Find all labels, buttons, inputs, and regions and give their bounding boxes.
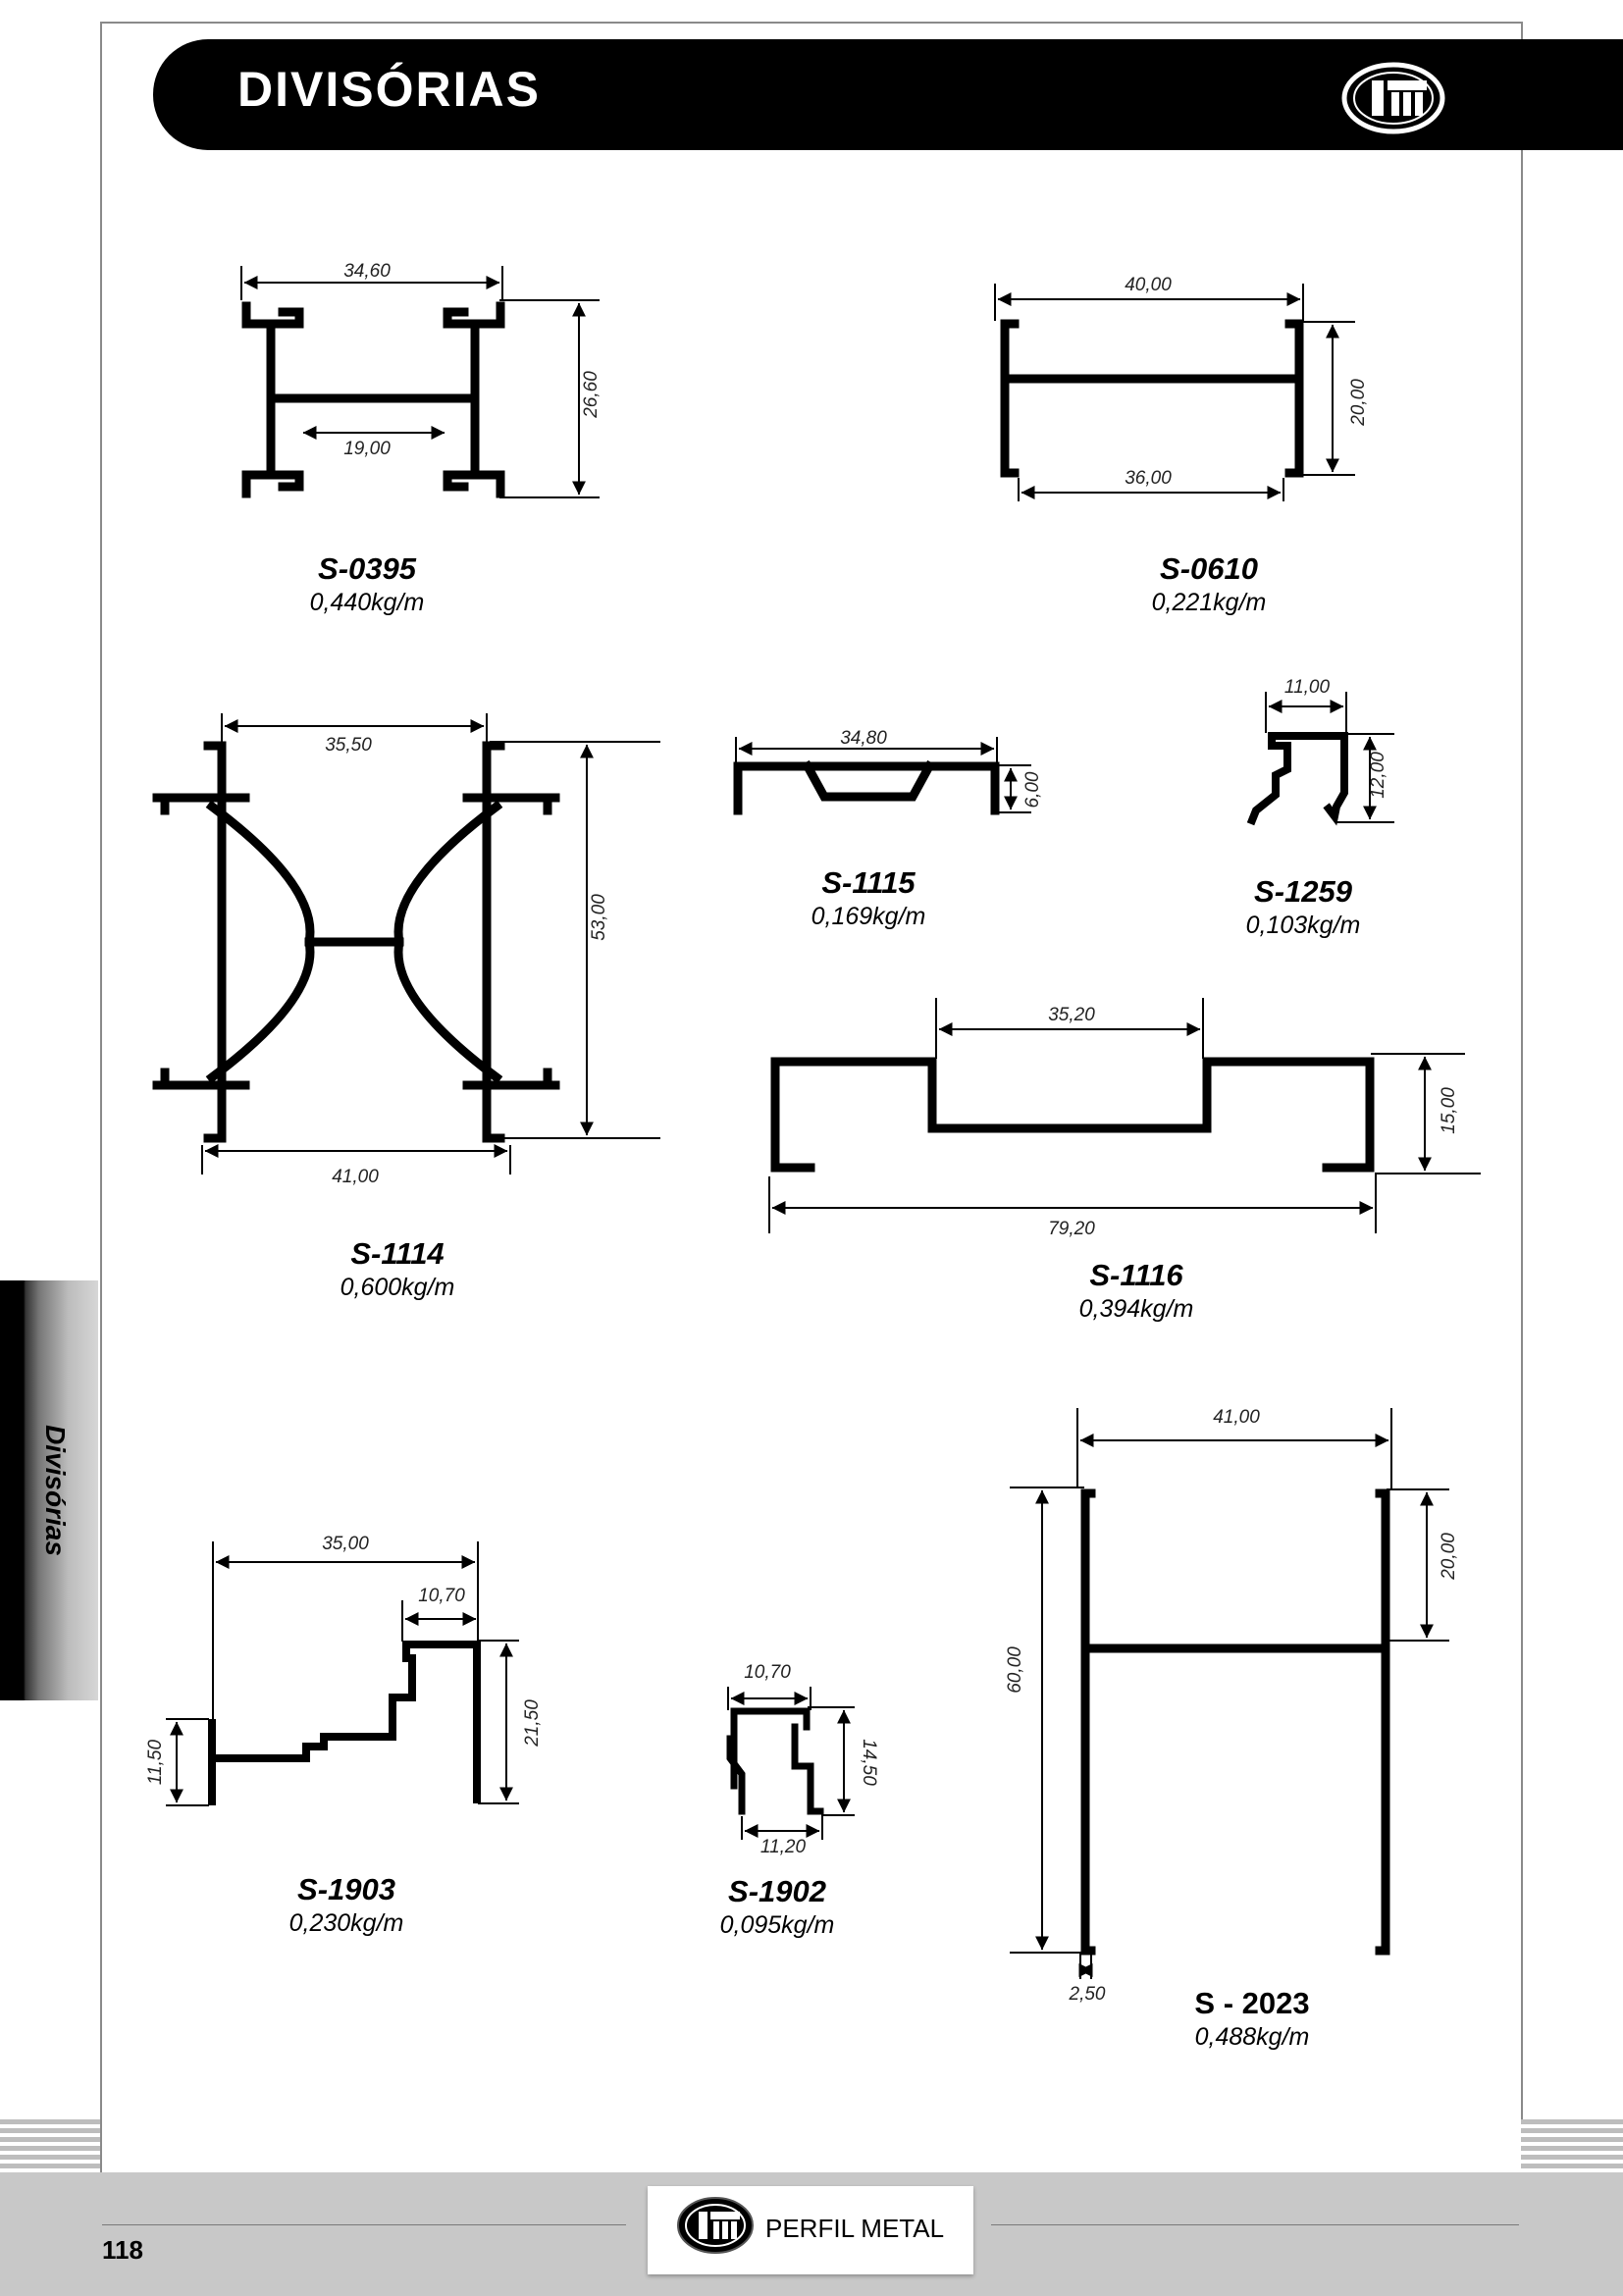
profile-drawing-s-1115: 34,80 6,00 bbox=[733, 728, 1043, 815]
dimension-label: 36,00 bbox=[1125, 468, 1172, 489]
dimension-label: 41,00 bbox=[332, 1167, 379, 1187]
dimension-label: 10,70 bbox=[744, 1662, 791, 1683]
dimension-label: 41,00 bbox=[1213, 1407, 1260, 1428]
profile-code: S-1115 bbox=[821, 865, 916, 900]
profile-weight: 0,488kg/m bbox=[1194, 2023, 1310, 2051]
profile-weight: 0,221kg/m bbox=[1151, 589, 1267, 616]
footer-stripes-left bbox=[0, 2119, 100, 2172]
profile-weight: 0,600kg/m bbox=[340, 1274, 455, 1301]
profile-drawing-s-0610: 40,00 20,00 36,00 bbox=[994, 275, 1369, 501]
profile-drawing-s-1902: 10,70 14,50 11,20 bbox=[726, 1662, 879, 1857]
footer-divider bbox=[991, 2224, 1519, 2225]
dimension-label: 15,00 bbox=[1439, 1087, 1459, 1134]
dimension-label: 10,70 bbox=[418, 1586, 465, 1606]
perfil-metal-logo-icon bbox=[1341, 62, 1445, 134]
profile-code: S-1903 bbox=[297, 1872, 395, 1906]
dimension-label: 20,00 bbox=[1439, 1533, 1459, 1581]
profile-drawing-s-0395: 34,60 26,60 19,00 bbox=[240, 261, 602, 498]
dimension-label: 12,00 bbox=[1368, 752, 1388, 799]
profile-code: S-0610 bbox=[1160, 551, 1258, 586]
dimension-label: 19,00 bbox=[343, 439, 391, 459]
dimension-label: 26,60 bbox=[581, 371, 602, 419]
dimension-label: 11,20 bbox=[760, 1837, 807, 1857]
dimension-label: 11,50 bbox=[145, 1740, 166, 1786]
profile-code: S-1259 bbox=[1254, 874, 1352, 909]
profile-weight: 0,169kg/m bbox=[811, 903, 926, 930]
dimension-label: 35,20 bbox=[1048, 1005, 1095, 1025]
dimension-label: 6,00 bbox=[1022, 771, 1043, 808]
profile-code: S-0395 bbox=[318, 551, 416, 586]
dimension-label: 60,00 bbox=[1005, 1646, 1025, 1694]
profile-weight: 0,095kg/m bbox=[719, 1911, 835, 1939]
profile-code: S-1114 bbox=[350, 1236, 445, 1271]
dimension-label: 40,00 bbox=[1125, 275, 1172, 295]
profile-weight: 0,440kg/m bbox=[309, 589, 425, 616]
profile-weight: 0,103kg/m bbox=[1245, 912, 1361, 939]
dimension-label: 21,50 bbox=[522, 1699, 543, 1748]
dimension-label: 35,50 bbox=[325, 735, 372, 756]
side-tab bbox=[0, 1280, 98, 1700]
page-title: DIVISÓRIAS bbox=[237, 62, 541, 117]
dimension-label: 20,00 bbox=[1348, 379, 1369, 427]
profile-code: S-1902 bbox=[728, 1874, 826, 1908]
profile-weight: 0,230kg/m bbox=[288, 1909, 404, 1937]
profile-code: S - 2023 bbox=[1194, 1986, 1310, 2020]
perfil-metal-logo-icon bbox=[677, 2197, 754, 2254]
profile-drawing-s-1114: 35,50 53,00 41,00 bbox=[152, 713, 660, 1187]
profile-code: S-1116 bbox=[1089, 1258, 1183, 1292]
dimension-label: 11,00 bbox=[1284, 677, 1331, 698]
profile-drawing-s-1116: 35,20 15,00 79,20 bbox=[768, 998, 1481, 1239]
dimension-label: 35,00 bbox=[322, 1534, 369, 1554]
profile-weight: 0,394kg/m bbox=[1078, 1295, 1194, 1323]
dimension-label: 79,20 bbox=[1048, 1219, 1095, 1239]
page-number: 118 bbox=[102, 2235, 143, 2265]
dimension-label: 34,60 bbox=[343, 261, 391, 282]
dimension-label: 34,80 bbox=[840, 728, 887, 749]
profile-drawing-s-1903: 35,00 10,70 21,50 11,50 bbox=[145, 1534, 543, 1806]
footer-divider bbox=[102, 2224, 626, 2225]
dimension-label: 14,50 bbox=[859, 1739, 879, 1786]
dimension-label: 53,00 bbox=[589, 894, 609, 941]
dimension-label: 2,50 bbox=[1069, 1984, 1106, 2005]
footer-stripes-right bbox=[1521, 2119, 1623, 2172]
brand-name: PERFIL METAL bbox=[765, 2214, 945, 2243]
profile-drawing-s-2023: 41,00 20,00 60,00 2,50 bbox=[1005, 1407, 1459, 2005]
profile-drawing-s-1259: 11,00 12,00 bbox=[1246, 677, 1394, 826]
